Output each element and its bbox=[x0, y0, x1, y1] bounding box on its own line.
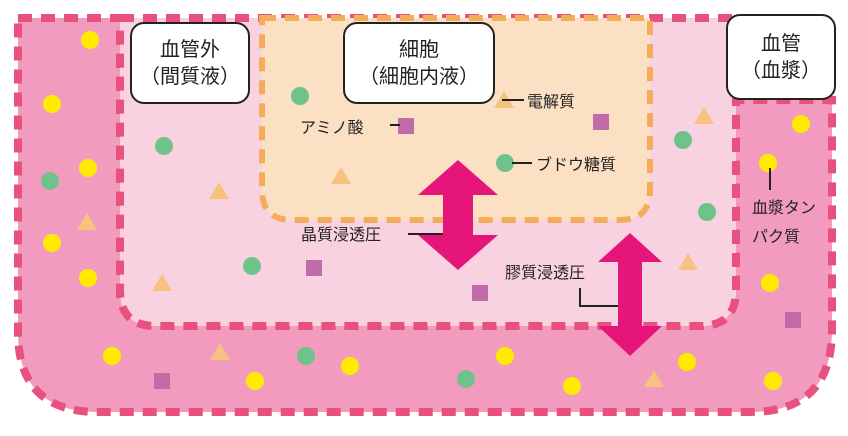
vessel-subtitle: （血漿） bbox=[741, 58, 821, 82]
glucose-particle bbox=[457, 370, 475, 388]
plasma-protein-particle bbox=[764, 372, 782, 390]
amino-acid-particle bbox=[398, 118, 414, 134]
interstitial-subtitle: （間質液） bbox=[140, 64, 240, 88]
electrolyte-particle bbox=[644, 370, 664, 387]
cell-label-box: 細胞 （細胞内液） bbox=[343, 22, 495, 104]
electrolyte-particle bbox=[210, 343, 230, 360]
electrolyte-particle bbox=[77, 213, 97, 230]
interstitial-title: 血管外 bbox=[160, 37, 220, 61]
plasma-protein-label-line2: パク質 bbox=[752, 227, 800, 246]
glucose-particle bbox=[674, 131, 692, 149]
electrolyte-particle bbox=[152, 274, 172, 291]
glucose-particle bbox=[155, 137, 173, 155]
amino-acid-particle bbox=[472, 285, 488, 301]
plasma-protein-particle bbox=[496, 347, 514, 365]
plasma-protein-particle bbox=[43, 95, 61, 113]
electrolyte-particle bbox=[331, 167, 351, 184]
interstitial-label-box: 血管外 （間質液） bbox=[130, 22, 250, 104]
plasma-protein-particle bbox=[792, 115, 810, 133]
glucose-particle bbox=[297, 347, 315, 365]
plasma-protein-label-line1: 血漿タン bbox=[752, 198, 816, 217]
colloid-pressure-label: 膠質浸透圧 bbox=[505, 263, 585, 282]
cell-title: 細胞 bbox=[399, 37, 439, 61]
plasma-protein-particle bbox=[678, 353, 696, 371]
plasma-protein-particle bbox=[43, 234, 61, 252]
electrolyte-label: 電解質 bbox=[527, 92, 575, 111]
glucose-particle bbox=[243, 257, 261, 275]
plasma-protein-particle bbox=[761, 274, 779, 292]
glucose-label: ブドウ糖質 bbox=[536, 155, 616, 174]
plasma-protein-particle bbox=[103, 347, 121, 365]
plasma-protein-particle bbox=[81, 31, 99, 49]
amino-acid-particle bbox=[306, 260, 322, 276]
electrolyte-particle bbox=[694, 107, 714, 124]
plasma-protein-particle bbox=[563, 377, 581, 395]
electrolyte-particle bbox=[678, 253, 698, 270]
plasma-protein-particle bbox=[79, 159, 97, 177]
vessel-title: 血管 bbox=[761, 31, 801, 55]
electrolyte-particle bbox=[209, 182, 229, 199]
colloid-leader bbox=[579, 288, 626, 307]
crystalloid-pressure-label: 晶質浸透圧 bbox=[301, 225, 381, 244]
vessel-label-box: 血管 （血漿） bbox=[726, 14, 836, 100]
plasma-protein-particle bbox=[246, 372, 264, 390]
crystalloid-pressure-arrow bbox=[418, 160, 498, 270]
amino-acid-particle bbox=[593, 114, 609, 130]
colloid-pressure-arrow bbox=[598, 233, 662, 356]
particles-group bbox=[41, 31, 810, 395]
plasma-protein-particle bbox=[341, 357, 359, 375]
glucose-particle bbox=[291, 87, 309, 105]
glucose-particle bbox=[496, 154, 514, 172]
plasma-protein-particle bbox=[759, 154, 777, 172]
glucose-particle bbox=[698, 203, 716, 221]
amino-acid-particle bbox=[785, 312, 801, 328]
plasma-protein-particle bbox=[79, 269, 97, 287]
amino-acid-label: アミノ酸 bbox=[300, 118, 364, 137]
glucose-particle bbox=[41, 172, 59, 190]
cell-subtitle: （細胞内液） bbox=[359, 64, 479, 88]
amino-acid-particle bbox=[154, 373, 170, 389]
